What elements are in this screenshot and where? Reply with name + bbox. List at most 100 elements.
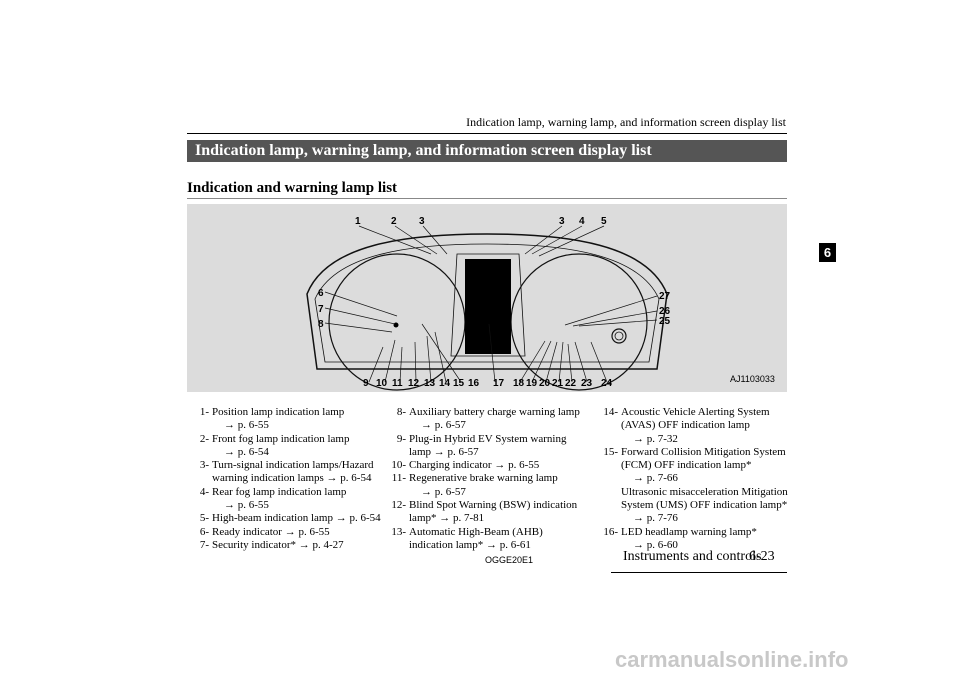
- item-extra-text: Ultrasonic misacceleration Mitigation Sy…: [621, 485, 788, 512]
- callout-12: 12: [408, 378, 420, 389]
- trip-knob-inner: [614, 331, 624, 341]
- leader-lines: [324, 225, 658, 383]
- item-text: Forward Collision Mitigation System (FCM…: [621, 445, 786, 472]
- callout-17: 17: [493, 378, 505, 389]
- callout-19: 19: [526, 378, 538, 389]
- list-item: 15-Forward Collision Mitigation System (…: [596, 446, 796, 526]
- callout-14: 14: [439, 378, 451, 389]
- callout-26: 26: [659, 306, 671, 317]
- callout-10: 10: [376, 378, 388, 389]
- footer-rule: [611, 572, 787, 573]
- item-number: 6-: [199, 525, 209, 538]
- callout-6: 6: [318, 288, 324, 299]
- callout-22: 22: [565, 378, 577, 389]
- list-item: 3-Turn-signal indication lamps/Hazard wa…: [187, 459, 387, 486]
- item-number: 15-: [603, 445, 618, 458]
- list-item: 7-Security indicator* → p. 4-27: [187, 539, 387, 552]
- list-column-3: 14-Acoustic Vehicle Alerting System (AVA…: [596, 406, 796, 552]
- callout-3b: 3: [559, 216, 565, 227]
- trip-knob: [611, 328, 627, 344]
- item-number: 13-: [391, 525, 406, 538]
- callout-18: 18: [513, 378, 525, 389]
- list-item: 13-Automatic High-Beam (AHB) indication …: [384, 526, 584, 553]
- item-text: Rear fog lamp indication lamp: [212, 485, 347, 498]
- item-number: 7-: [199, 538, 209, 551]
- list-column-2: 8-Auxiliary battery charge warning lamp →…: [384, 406, 584, 552]
- item-number: 11-: [391, 472, 406, 485]
- section-title: Indication lamp, warning lamp, and infor…: [187, 140, 787, 162]
- item-text: Ready indicator → p. 6-55: [212, 525, 330, 538]
- footer-section-title: Instruments and controls: [623, 549, 762, 564]
- callout-27: 27: [659, 291, 671, 302]
- item-text: LED headlamp warning lamp*: [621, 525, 757, 538]
- item-ref: → p. 6-57: [421, 485, 466, 498]
- item-ref: → p. 6-60: [633, 538, 678, 551]
- item-number: 14-: [603, 406, 618, 418]
- list-item: 12-Blind Spot Warning (BSW) indication l…: [384, 499, 584, 526]
- item-number: 2-: [199, 432, 209, 445]
- subsection-title: Indication and warning lamp list: [187, 180, 398, 196]
- list-item: 14-Acoustic Vehicle Alerting System (AVA…: [596, 406, 796, 446]
- figure-code: AJ1103033: [730, 374, 775, 384]
- cluster-inner-housing: [314, 243, 660, 363]
- list-item: 9-Plug-in Hybrid EV System warning lamp …: [384, 433, 584, 460]
- callout-numbers: 1 2 3 3 4 5 6 7 8 9 10 11 12 13 14 15 16…: [318, 216, 671, 389]
- item-ref: → p. 6-55: [224, 419, 269, 432]
- item-number: 12-: [391, 499, 406, 512]
- item-number: 5-: [199, 512, 209, 525]
- callout-3: 3: [419, 216, 425, 227]
- callout-11: 11: [392, 378, 403, 389]
- item-ref: → p. 6-54: [224, 445, 269, 458]
- item-text: Blind Spot Warning (BSW) indication lamp…: [409, 499, 578, 525]
- footer-page-number: 6-23: [749, 549, 775, 564]
- list-item: 10-Charging indicator → p. 6-55: [384, 459, 584, 472]
- callout-5: 5: [601, 216, 607, 227]
- item-text: High-beam indication lamp → p. 6-54: [212, 512, 381, 525]
- subsection-rule: [187, 198, 787, 199]
- callout-23: 23: [581, 378, 593, 389]
- item-extra-ref: → p. 7-76: [633, 512, 678, 525]
- item-text: Security indicator* → p. 4-27: [212, 538, 344, 551]
- callout-2: 2: [391, 216, 397, 227]
- list-item: 5-High-beam indication lamp → p. 6-54: [187, 512, 387, 525]
- item-number: 1-: [199, 406, 209, 418]
- item-number: 8-: [396, 406, 406, 418]
- callout-15: 15: [453, 378, 465, 389]
- item-ref: → p. 7-66: [633, 472, 678, 485]
- item-text: Plug-in Hybrid EV System warning lamp → …: [409, 432, 567, 458]
- watermark: carmanualsonline.info: [615, 647, 849, 672]
- item-text: Automatic High-Beam (AHB) indication lam…: [409, 525, 543, 551]
- list-column-1: 1-Position lamp indication lamp→ p. 6-55…: [187, 406, 387, 552]
- callout-13: 13: [424, 378, 436, 389]
- item-text: Turn-signal indication lamps/Hazard warn…: [212, 459, 374, 485]
- callout-16: 16: [468, 378, 480, 389]
- list-item: 16-LED headlamp warning lamp*→ p. 6-60: [596, 526, 796, 553]
- list-item: 2-Front fog lamp indication lamp→ p. 6-5…: [187, 433, 387, 460]
- ready-indicator-dot: [393, 322, 399, 328]
- callout-25: 25: [659, 316, 671, 327]
- item-number: 10-: [391, 459, 406, 472]
- cluster-housing: [306, 233, 668, 370]
- item-text: Charging indicator → p. 6-55: [409, 459, 540, 472]
- callout-8: 8: [318, 319, 324, 330]
- list-item: 6-Ready indicator → p. 6-55: [187, 526, 387, 539]
- item-text: Auxiliary battery charge warning lamp: [409, 406, 580, 418]
- item-number: 9-: [396, 432, 406, 445]
- instrument-cluster-figure: 1 2 3 3 4 5 6 7 8 9 10 11 12 13 14 15 16…: [187, 204, 787, 392]
- item-number: 3-: [199, 459, 209, 472]
- item-text: Position lamp indication lamp: [212, 406, 345, 418]
- item-text: Regenerative brake warning lamp: [409, 472, 558, 485]
- list-item: 8-Auxiliary battery charge warning lamp→…: [384, 406, 584, 433]
- callout-24: 24: [601, 378, 613, 389]
- item-text: Acoustic Vehicle Alerting System (AVAS) …: [621, 406, 770, 432]
- instrument-cluster-drawing: 1 2 3 3 4 5 6 7 8 9 10 11 12 13 14 15 16…: [306, 216, 671, 391]
- list-item: 1-Position lamp indication lamp→ p. 6-55: [187, 406, 387, 433]
- callout-1: 1: [355, 216, 361, 227]
- item-number: 4-: [199, 485, 209, 498]
- callout-20: 20: [539, 378, 551, 389]
- running-header: Indication lamp, warning lamp, and infor…: [466, 115, 786, 129]
- callout-7: 7: [318, 304, 324, 315]
- header-rule: [187, 133, 787, 134]
- callout-9: 9: [363, 378, 369, 389]
- list-item: 11-Regenerative brake warning lamp→ p. 6…: [384, 472, 584, 499]
